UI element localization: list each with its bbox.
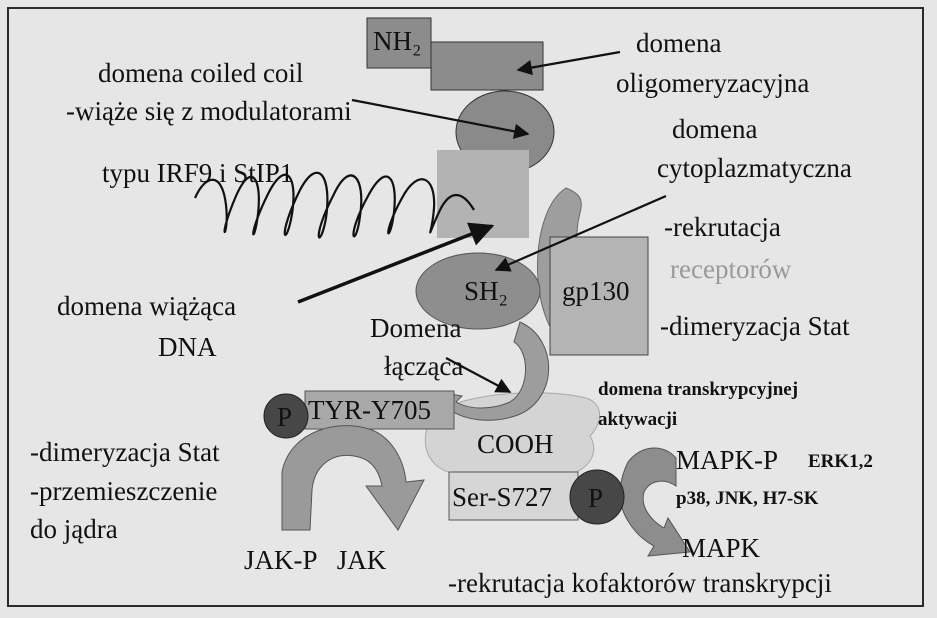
coiled-coil-label-2: -wiąże się z modulatorami	[66, 98, 352, 125]
coiled-coil-label-1: domena coiled coil	[98, 60, 303, 87]
ser-label: Ser-S727	[452, 484, 552, 511]
nh2-label: NH₂	[373, 28, 421, 55]
dna-binding-label-2: DNA	[158, 334, 217, 361]
cytoplasmic-label-4: receptorów	[670, 256, 791, 283]
linker-label-1: Domena	[370, 315, 461, 342]
cytoplasmic-label-3: -rekrutacja	[664, 214, 781, 241]
tyr-label: TYR-Y705	[308, 397, 431, 424]
jak-label: JAK-P JAK	[244, 547, 386, 574]
stat-left-label-3: do jądra	[30, 516, 118, 543]
jak-curved-arrow	[282, 426, 424, 530]
oligomerization-domain-box	[431, 42, 543, 90]
dna-binding-label-1: domena wiążąca	[57, 293, 236, 320]
cofactors-label: -rekrutacja kofaktorów transkrypcji	[448, 570, 832, 597]
linker-label-2: łącząca	[384, 353, 463, 380]
kinases-label-1: ERK1,2	[808, 452, 873, 471]
mapk-label: MAPK	[682, 535, 760, 562]
sh2-label: SH₂	[464, 278, 508, 305]
phospho-label-ser: P	[588, 485, 603, 512]
oligomer-label-1: domena	[636, 30, 721, 57]
transactivation-label-1: domena transkrypcyjnej	[598, 380, 798, 399]
stat-left-label-1: -dimeryzacja Stat	[30, 439, 220, 466]
cytoplasmic-label-1: domena	[672, 116, 757, 143]
transactivation-label-2: aktywacji	[598, 410, 677, 429]
mapk-p-label: MAPK-P	[676, 447, 778, 474]
cytoplasmic-label-2: cytoplazmatyczna	[657, 155, 852, 182]
stat-left-label-2: -przemieszczenie	[30, 478, 217, 505]
gp130-label: gp130	[562, 278, 630, 305]
dna-binding-domain-block	[437, 150, 529, 238]
cooh-label: COOH	[477, 431, 554, 458]
phospho-label-tyr: P	[277, 404, 292, 431]
oligomer-label-2: oligomeryzacyjna	[616, 70, 809, 97]
kinases-label-2: p38, JNK, H7-SK	[676, 489, 819, 508]
coiled-coil-label-3: typu IRF9 i StIP1	[102, 160, 293, 187]
cytoplasmic-label-5: -dimeryzacja Stat	[660, 313, 850, 340]
